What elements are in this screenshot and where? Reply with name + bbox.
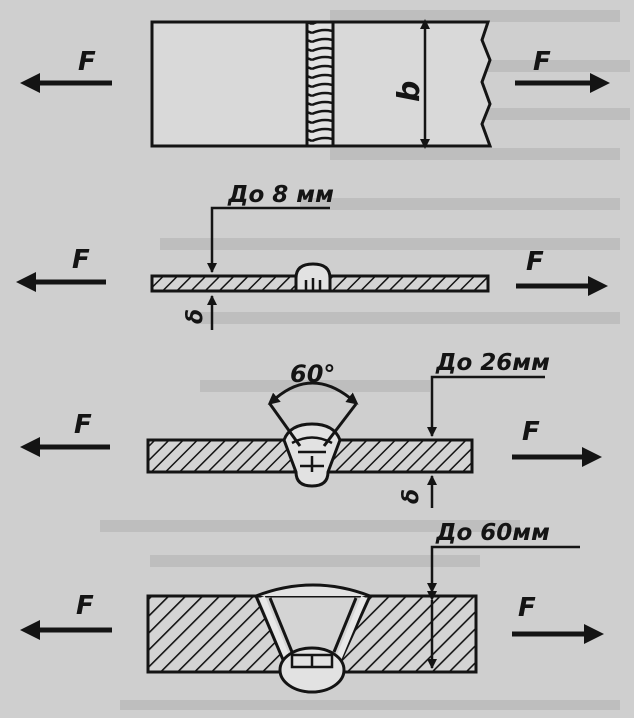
limit-60mm-label: До 60мм: [435, 520, 550, 546]
weld-bead-top-view: [305, 20, 335, 148]
force-label-right-1: F: [533, 47, 551, 77]
limit-8mm-label: До 8 мм: [227, 182, 334, 208]
weld-bead-thin: [294, 262, 332, 293]
force-label-left-1: F: [78, 47, 96, 77]
force-label-left-4: F: [76, 591, 94, 621]
force-label-right-3: F: [522, 417, 540, 447]
leader-60mm: [427, 545, 580, 593]
force-label-right-4: F: [518, 593, 536, 623]
v-groove-section: [146, 381, 474, 488]
thickness-label-1: δ: [183, 309, 208, 324]
thick-plate-section: [146, 583, 478, 694]
angle-arc: [267, 381, 359, 405]
force-label-right-2: F: [526, 247, 544, 277]
limit-26mm-label: До 26мм: [435, 350, 550, 376]
leader-26mm: [427, 375, 545, 437]
leader-8mm: [207, 206, 330, 273]
thickness-label-2: δ: [399, 489, 424, 504]
force-label-left-3: F: [74, 410, 92, 440]
force-label-left-2: F: [72, 245, 90, 275]
background-text-lines: [100, 10, 630, 710]
angle-label: 60°: [290, 360, 335, 388]
butt-joint-top-view: [150, 19, 493, 149]
thin-plate-section: [150, 262, 490, 293]
width-label: b: [392, 81, 427, 102]
